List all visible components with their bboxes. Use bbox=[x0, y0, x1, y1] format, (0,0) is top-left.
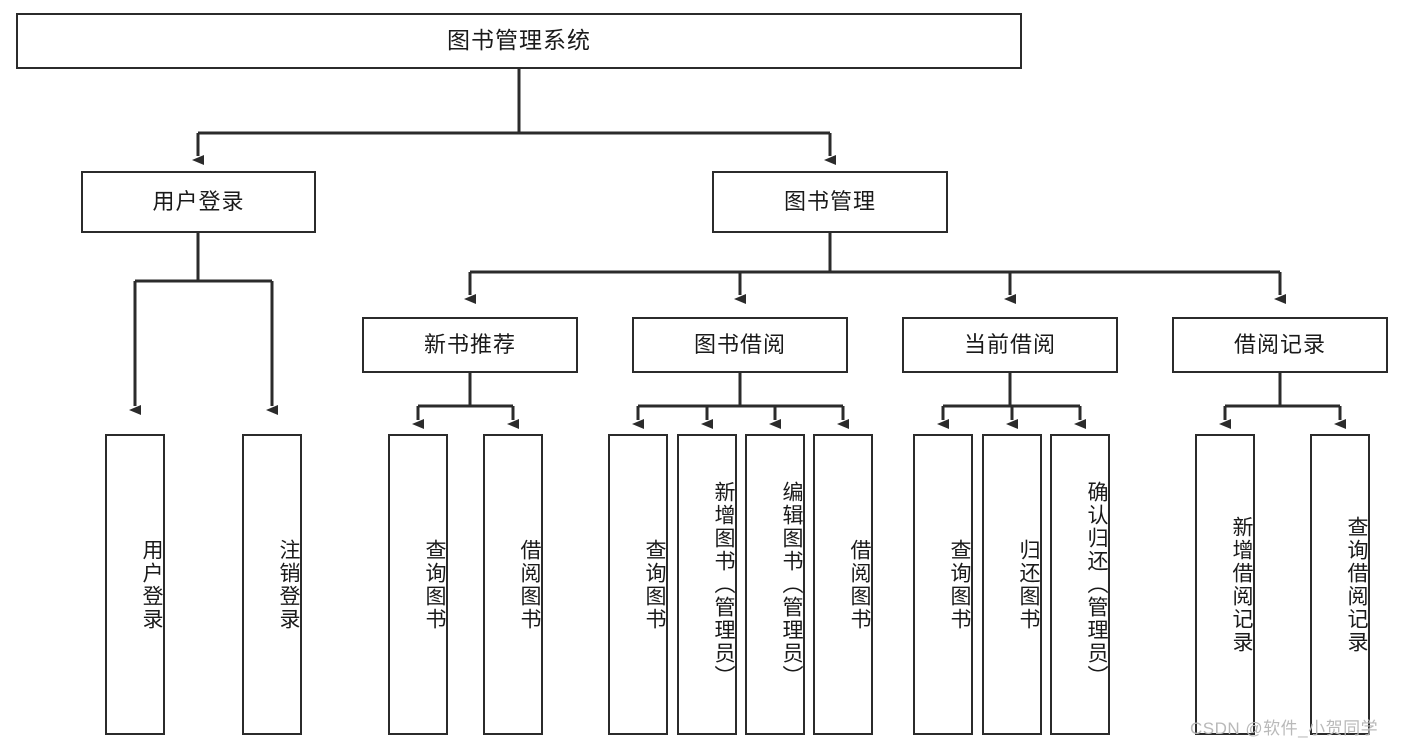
node-label: 图书管理系统 bbox=[447, 27, 591, 54]
node-label: 借阅图书 bbox=[518, 538, 541, 631]
leaf-query-book-1[interactable]: 查询图书 bbox=[388, 434, 448, 735]
node-new-book-recommend[interactable]: 新书推荐 bbox=[362, 317, 578, 373]
node-label: 新增借阅记录 bbox=[1230, 515, 1253, 654]
node-label: 借阅图书 bbox=[848, 538, 871, 631]
leaf-user-login[interactable]: 用户登录 bbox=[105, 434, 165, 735]
leaf-borrow-book-2[interactable]: 借阅图书 bbox=[813, 434, 873, 735]
leaf-borrow-book-1[interactable]: 借阅图书 bbox=[483, 434, 543, 735]
node-root-system[interactable]: 图书管理系统 bbox=[16, 13, 1022, 69]
node-label: 查询图书 bbox=[643, 538, 666, 631]
node-label: 查询借阅记录 bbox=[1345, 515, 1368, 654]
node-book-manage[interactable]: 图书管理 bbox=[712, 171, 948, 233]
leaf-add-record[interactable]: 新增借阅记录 bbox=[1195, 434, 1255, 735]
node-label: 借阅记录 bbox=[1233, 331, 1326, 357]
leaf-query-book-3[interactable]: 查询图书 bbox=[913, 434, 973, 735]
node-label: 查询图书 bbox=[948, 538, 971, 631]
node-label: 图书借阅 bbox=[693, 331, 786, 357]
node-label: 编辑图书（管理员） bbox=[780, 481, 803, 688]
leaf-return-book[interactable]: 归还图书 bbox=[982, 434, 1042, 735]
node-label: 确认归还（管理员） bbox=[1085, 481, 1108, 688]
node-borrow-record[interactable]: 借阅记录 bbox=[1172, 317, 1388, 373]
node-label: 当前借阅 bbox=[963, 331, 1056, 357]
node-label: 新增图书（管理员） bbox=[712, 481, 735, 688]
node-label: 用户登录 bbox=[140, 538, 163, 631]
node-label: 归还图书 bbox=[1017, 538, 1040, 631]
leaf-user-logout[interactable]: 注销登录 bbox=[242, 434, 302, 735]
leaf-query-record[interactable]: 查询借阅记录 bbox=[1310, 434, 1370, 735]
leaf-query-book-2[interactable]: 查询图书 bbox=[608, 434, 668, 735]
node-current-borrow[interactable]: 当前借阅 bbox=[902, 317, 1118, 373]
watermark: CSDN @软件_小贺同学 bbox=[1190, 719, 1379, 738]
leaf-add-book[interactable]: 新增图书（管理员） bbox=[677, 434, 737, 735]
node-user-login[interactable]: 用户登录 bbox=[81, 171, 316, 233]
node-label: 用户登录 bbox=[152, 188, 245, 214]
node-label: 查询图书 bbox=[423, 538, 446, 631]
node-book-borrow[interactable]: 图书借阅 bbox=[632, 317, 848, 373]
leaf-edit-book[interactable]: 编辑图书（管理员） bbox=[745, 434, 805, 735]
node-label: 注销登录 bbox=[277, 538, 300, 631]
leaf-confirm-return[interactable]: 确认归还（管理员） bbox=[1050, 434, 1110, 735]
node-label: 图书管理 bbox=[783, 188, 876, 214]
node-label: 新书推荐 bbox=[423, 331, 516, 357]
